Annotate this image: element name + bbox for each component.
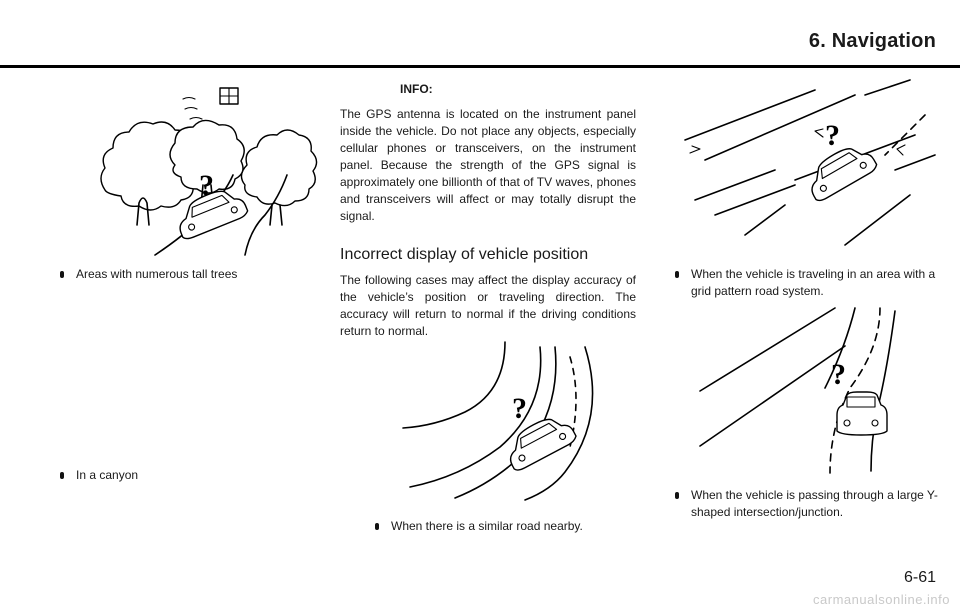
grid-road-illustration: ?	[684, 79, 936, 246]
bullet-icon	[675, 492, 679, 499]
similar-road-illustration: ?	[402, 341, 594, 501]
car-icon	[811, 148, 878, 202]
bullet-icon	[375, 523, 379, 530]
bullet-icon	[60, 472, 64, 479]
y-junction-illustration: ?	[699, 307, 896, 474]
section-paragraph: The following cases may affect the displ…	[340, 273, 636, 338]
page-number: 6-61	[903, 569, 936, 586]
section-title: 6. Navigation	[808, 30, 936, 52]
svg-text:?: ?	[831, 358, 846, 391]
bullet-item: In a canyon	[60, 467, 330, 484]
section-heading: Incorrect display of vehicle position	[340, 246, 589, 263]
bullet-item: When the vehicle is passing through a la…	[675, 487, 945, 521]
car-icon	[179, 190, 249, 240]
bullet-item: Areas with numerous tall trees	[60, 266, 330, 283]
bullet-item: When the vehicle is traveling in an area…	[675, 266, 945, 300]
bullet-icon	[675, 271, 679, 278]
satellite-icon	[219, 87, 239, 105]
watermark-url: carmanualsonline.info	[813, 592, 950, 607]
info-paragraph: The GPS antenna is located on the instru…	[340, 107, 636, 223]
bullet-icon	[60, 271, 64, 278]
bullet-item: When there is a similar road nearby.	[375, 518, 635, 535]
svg-text:?: ?	[825, 119, 840, 152]
car-icon	[509, 418, 577, 471]
car-icon	[836, 391, 888, 436]
trees-illustration: ?	[100, 87, 318, 256]
info-heading: INFO:	[400, 82, 433, 96]
header-rule	[0, 65, 960, 68]
svg-text:?: ?	[512, 392, 527, 425]
